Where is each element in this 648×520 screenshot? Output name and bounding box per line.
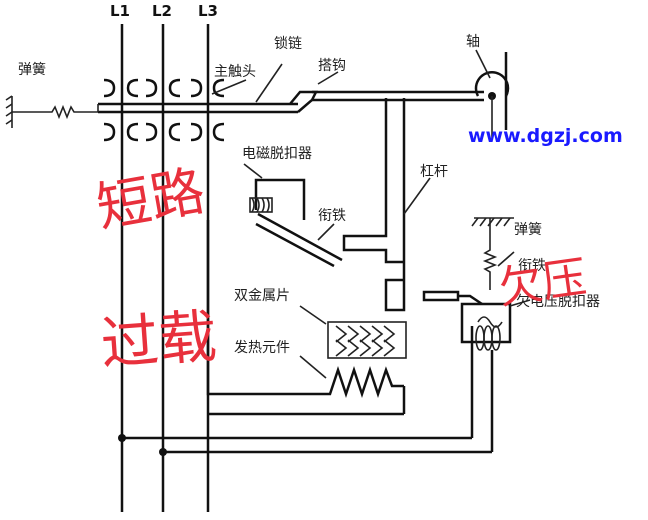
handwriting-short-circuit: 短路 xyxy=(92,159,209,240)
left-spring xyxy=(5,95,100,128)
lever xyxy=(342,98,431,312)
label-em-release: 电磁脱扣器 xyxy=(242,146,312,162)
shaft xyxy=(474,49,510,140)
phase-label-l1: L1 xyxy=(110,2,130,20)
label-heater: 发热元件 xyxy=(234,340,290,356)
label-uv-release: 欠电压脱扣器 xyxy=(516,294,600,310)
main-contacts xyxy=(103,78,225,142)
overload-circuit xyxy=(118,220,492,456)
label-hook: 搭钩 xyxy=(318,58,346,74)
label-main-contact: 主触头 xyxy=(214,64,256,80)
bimetal-strip xyxy=(299,305,407,359)
label-armature-2: 衔铁 xyxy=(518,258,546,274)
label-shaft: 轴 xyxy=(466,34,480,50)
label-armature-1: 衔铁 xyxy=(318,208,346,224)
heater-element xyxy=(299,355,404,398)
em-release xyxy=(243,163,343,268)
label-spring-right: 弹簧 xyxy=(514,222,542,238)
uv-release xyxy=(422,217,531,452)
contact-bar xyxy=(97,63,298,114)
watermark-url: www.dgzj.com xyxy=(468,125,623,147)
hook-arm xyxy=(289,71,484,113)
phase-label-l2: L2 xyxy=(152,2,172,20)
handwriting-overload: 过载 xyxy=(98,302,218,378)
phase-label-l3: L3 xyxy=(198,2,218,20)
label-spring-left: 弹簧 xyxy=(18,62,46,78)
handwriting-undervoltage: 欠压 xyxy=(495,252,589,315)
label-lever: 杠杆 xyxy=(420,164,448,180)
label-lock-chain: 锁链 xyxy=(274,36,302,52)
label-bimetal: 双金属片 xyxy=(234,288,290,304)
